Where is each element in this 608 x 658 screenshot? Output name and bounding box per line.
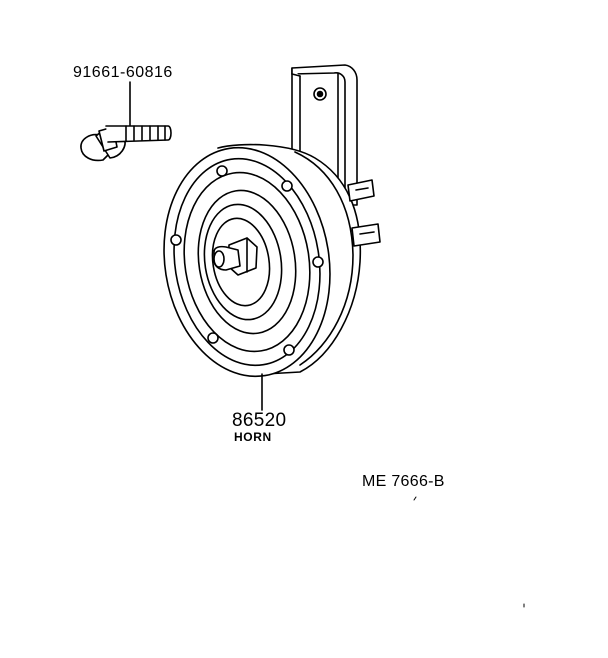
horn-adjusting-nut xyxy=(213,237,258,276)
bolt-part-number: 91661-60816 xyxy=(73,64,173,81)
horn-terminals xyxy=(347,179,381,247)
flange-bolt xyxy=(80,125,172,162)
horn-part-name: HORN xyxy=(234,430,272,444)
horn-part-number: 86520 xyxy=(232,410,287,431)
diagram-code: ME 7666-B xyxy=(362,473,445,490)
